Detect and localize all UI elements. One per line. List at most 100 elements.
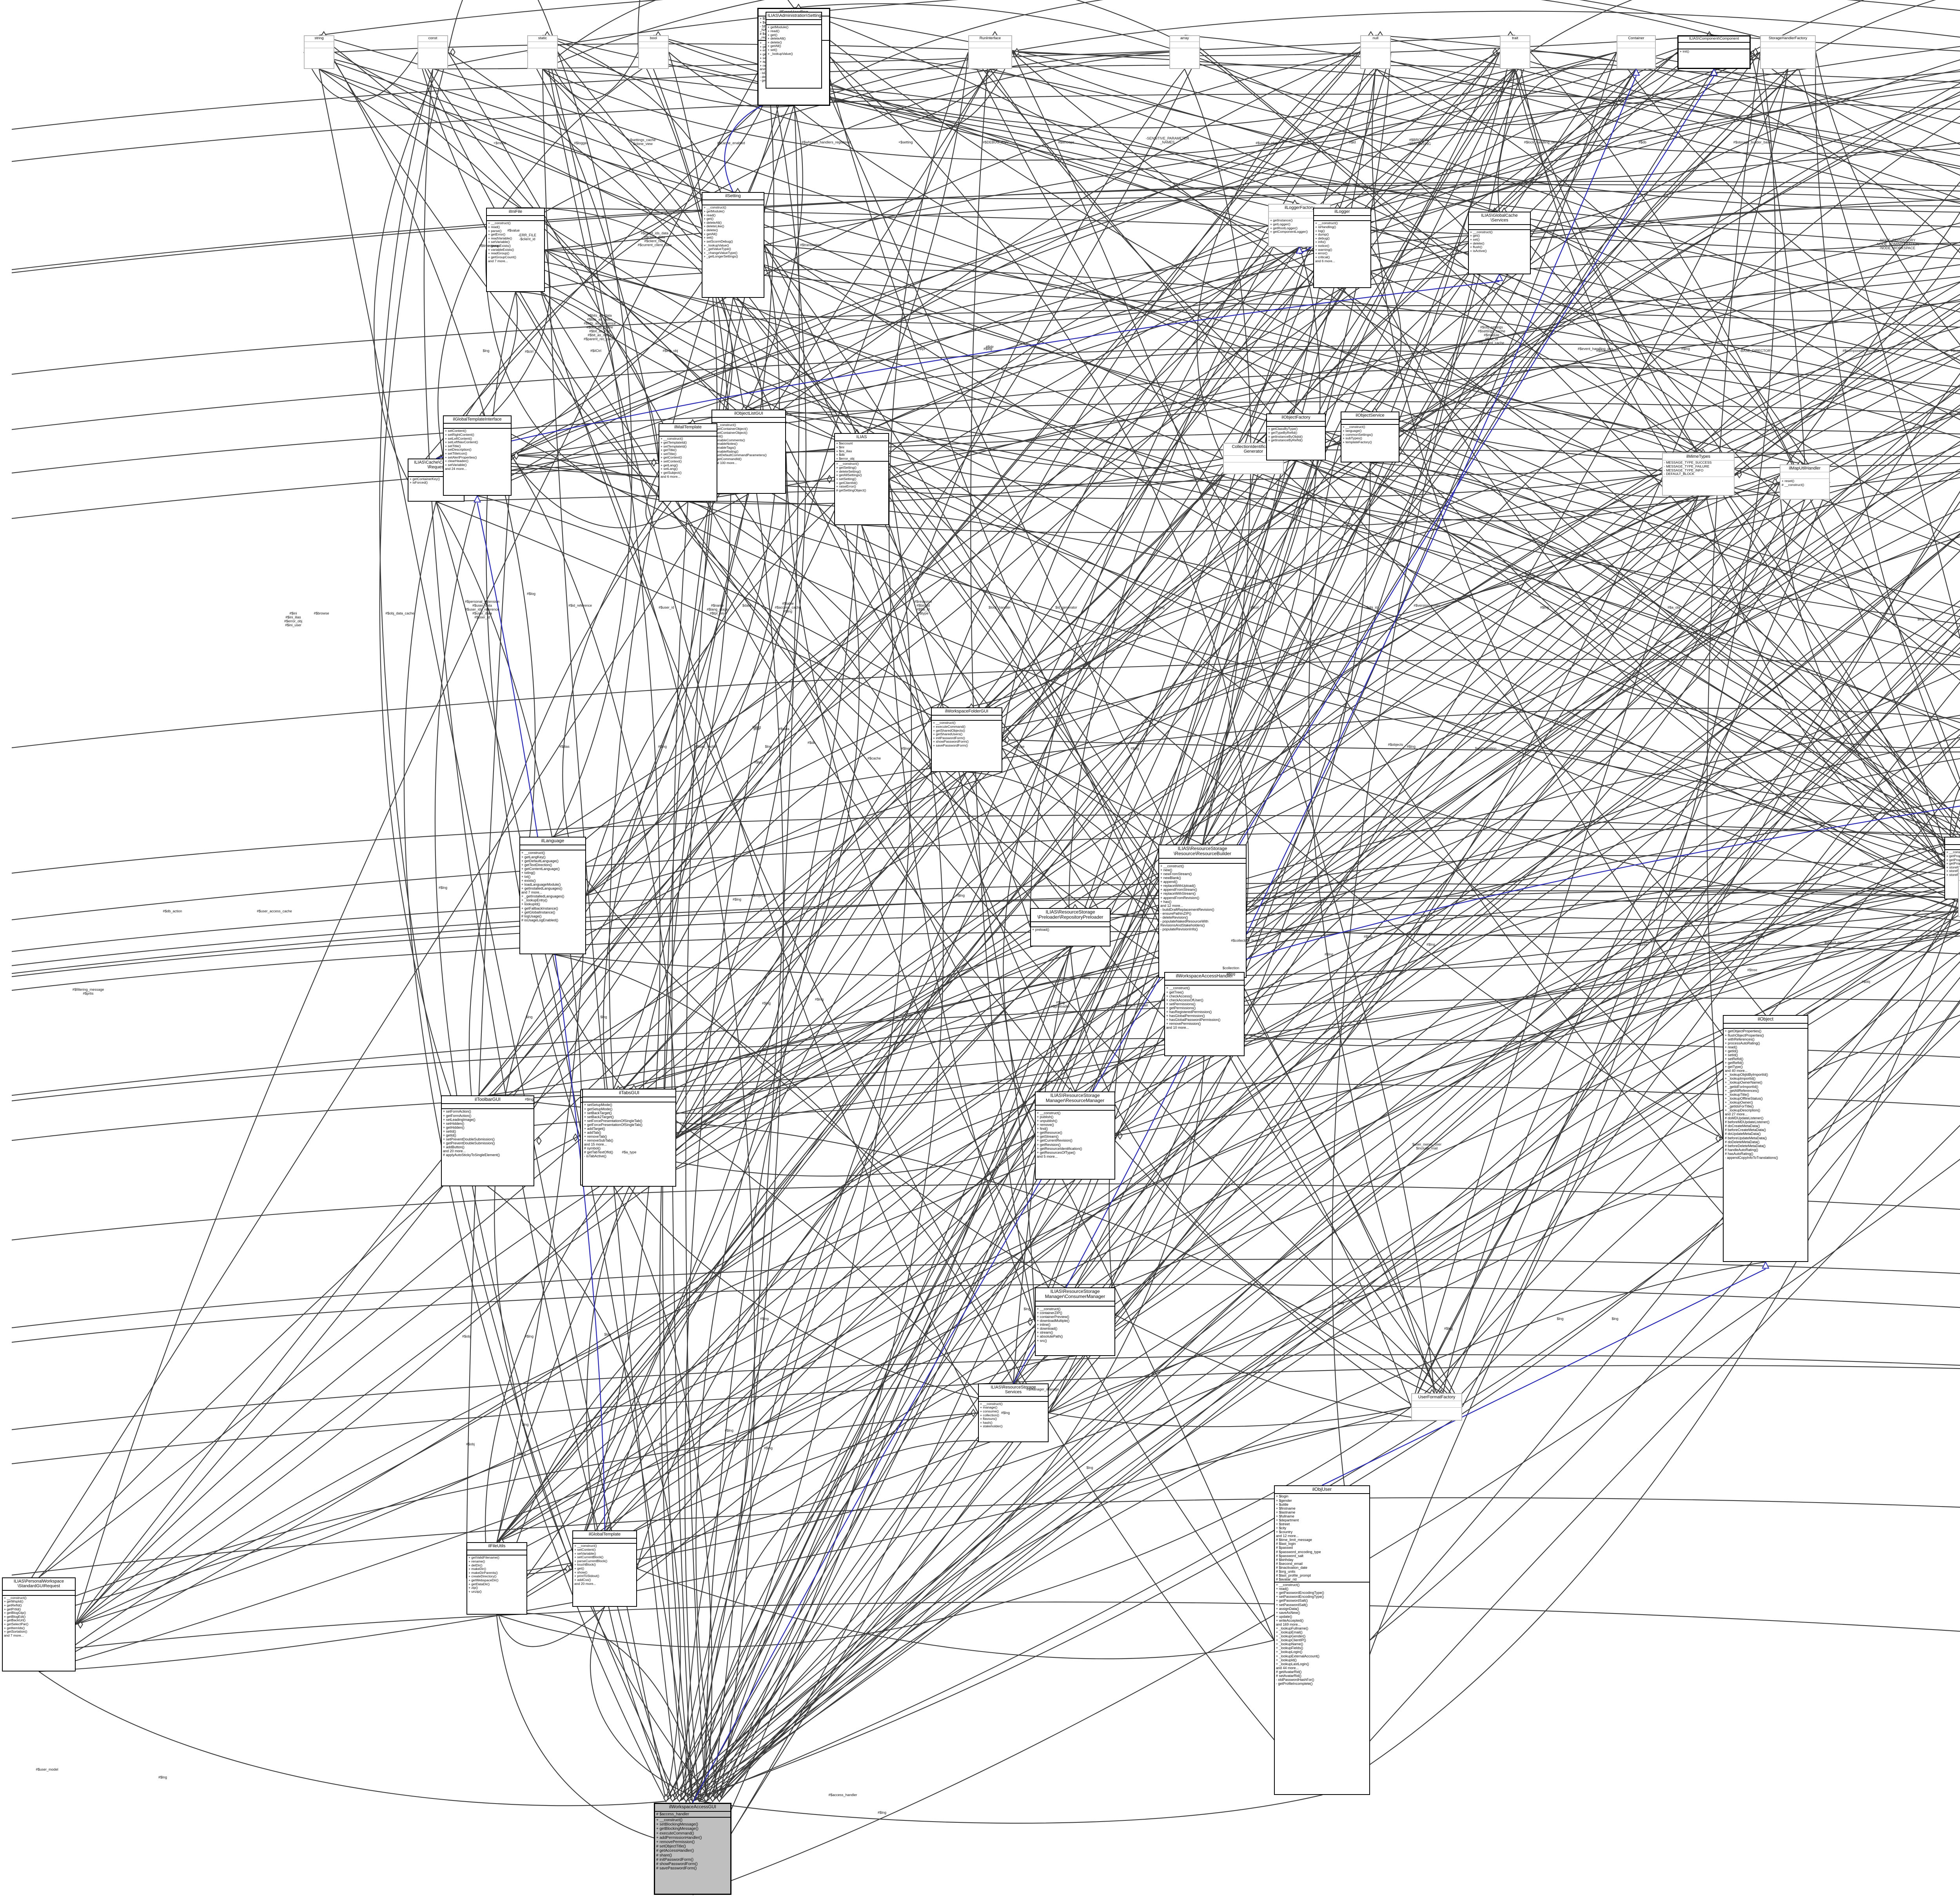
class-operations: + __construct() + read() + parse() + get… — [488, 221, 516, 263]
class-name: ILIAS\ResourceStorage \Preloader\Reposit… — [1031, 909, 1110, 922]
edge-label: #$lng — [1426, 943, 1436, 946]
class-node-const[interactable]: const — [417, 35, 448, 69]
class-operations: + getValidFilename() + rename() + delDir… — [468, 1555, 499, 1593]
class-node-ilObjectFactory[interactable]: ilObjectFactory+ getClassByType() + getT… — [1266, 413, 1326, 460]
class-operations — [639, 48, 668, 54]
class-operations: + reset() # __construct() — [1782, 479, 1804, 487]
class-node-ilObjectListGUI[interactable]: ilObjectListGUI+ __construct() + getCont… — [711, 410, 786, 494]
class-node-ILIASResourceStorageServices2[interactable]: ILIAS\ResourceStorage Services+ __constr… — [978, 1383, 1049, 1442]
class-node-static[interactable]: static — [527, 35, 558, 69]
class-name: const — [418, 36, 447, 42]
class-node-ilUserFormatName[interactable]: UserFormatFactory — [1411, 1393, 1462, 1421]
edge-label: $lng — [1917, 617, 1924, 621]
class-node-ilLogger[interactable]: ilLogger+ __construct() + isHandling() +… — [1313, 208, 1371, 288]
edge-label: #$lng — [517, 1452, 526, 1456]
class-attributes — [418, 42, 447, 48]
edge-label: #$ctrl — [524, 350, 534, 353]
class-node-ilMapUtilHandler[interactable]: ilMapUtilHandler+ reset() # __construct(… — [1780, 464, 1830, 500]
class-operations: + __construct() + getTemplateId() + setT… — [661, 437, 687, 479]
class-name: ilFileUtils — [467, 1543, 526, 1551]
edge-label: #$obj — [466, 1442, 475, 1446]
class-node-ILIASResourceStoragePreloaderRepositoryPreloader[interactable]: ILIAS\ResourceStorage \Preloader\Reposit… — [1030, 908, 1111, 946]
class-node-StorageHandlerFactory[interactable]: StorageHandlerFactory — [1760, 35, 1816, 69]
edge-label: #$objects — [751, 894, 766, 897]
class-node-ilMailTemplate[interactable]: ilMailTemplate+ __construct() + getTempl… — [659, 423, 717, 502]
edge-label: #$ilCtrl — [590, 349, 602, 353]
class-node-ilMimeTypes[interactable]: ilMimeTypes- MESSAGE_TYPE_SUCCESS - MESS… — [1662, 453, 1735, 496]
class-node-ilWorkspaceAccessGUI[interactable]: ilWorkspaceAccessGUI# $access_handler+ _… — [654, 1803, 731, 1895]
class-node-ilTabsGUI[interactable]: ilTabsGUI+ setSetupMode() + getSetupMode… — [582, 1089, 676, 1187]
class-node-ilIniFile[interactable]: ilIniFile+ __construct() + read() + pars… — [486, 208, 545, 292]
edge-label: #$whoops_handlers_registered — [802, 140, 851, 144]
class-operations: + __construct() + get() + set() + delete… — [1470, 230, 1493, 253]
edge-label: #$collection_builder — [1231, 939, 1262, 943]
class-name: ilWorkspaceAccessGUI — [655, 1804, 730, 1812]
class-node-ILIASPersonalWorkspaceStandardGUIRequest[interactable]: ILIAS\PersonalWorkspace \StandardGUIRequ… — [2, 1577, 76, 1671]
class-node-string[interactable]: string — [304, 35, 334, 69]
class-attributes — [1617, 42, 1655, 48]
class-name: ilLogger — [1314, 208, 1370, 216]
class-name: ILIAS\ResourceStorage Manager\ResourceMa… — [1036, 1092, 1114, 1106]
class-node-ilObjectProperties[interactable]: ilObjectProperties+ __construct() + getP… — [1944, 837, 1960, 899]
edge-label: #$lng — [724, 1428, 734, 1432]
class-attributes — [487, 216, 544, 221]
class-node-ilObjUser[interactable]: ilObjUser+ $login + $gender + $utitle + … — [1274, 1485, 1370, 1795]
edge-label: #$obj — [462, 1334, 471, 1338]
class-operations — [528, 48, 557, 54]
class-operations: + getInstance() + getLogger() + getRootL… — [1270, 218, 1308, 234]
class-node-ilToolbarGUI[interactable]: ilToolbarGUI+ setFormAction() + getFormA… — [441, 1095, 534, 1186]
class-node-RunInterface[interactable]: RunInterface — [968, 35, 1012, 69]
class-node-ILIASResourceStorageManagerConsumer[interactable]: ILIAS\ResourceStorage Manager\ConsumerMa… — [1035, 1287, 1115, 1356]
class-node-ilSetting[interactable]: ilSetting+ __construct() + getModule() +… — [702, 192, 764, 298]
class-node-ILIASAdministrationSetting[interactable]: ILIAS\Administration\Setting+ getModule(… — [766, 12, 822, 89]
edge-label: #$id — [1349, 140, 1356, 144]
class-attributes — [442, 1104, 534, 1109]
class-node-ILIASResourceStorageServices[interactable]: ILIAS\ResourceStorage Manager\ResourceMa… — [1035, 1091, 1115, 1180]
class-attributes — [659, 431, 717, 437]
edge-label: #$lng — [956, 894, 965, 897]
class-node-ILIAS[interactable]: ILIAS+ $account + $ini + $ini_ilias + $d… — [834, 433, 889, 525]
class-operations — [418, 48, 447, 54]
class-name: array — [1170, 36, 1199, 42]
class-node-ilLanguage[interactable]: ilLanguage+ __construct() + getLangKey()… — [519, 837, 586, 954]
class-attributes — [305, 42, 334, 48]
class-node-ilObjectService[interactable]: ilObjectService+ __construct() + languag… — [1341, 412, 1399, 462]
class-node-ilObject[interactable]: ilObject+ getObjectProperties() + flushO… — [1723, 1015, 1808, 1262]
class-node-ILIASComponent[interactable]: ILIAS\Component\Component+ init() — [1677, 35, 1751, 69]
class-name: ilGlobalTemplate — [573, 1531, 636, 1539]
class-operations: + __construct() + executeCommand() + get… — [933, 721, 969, 748]
class-node-null[interactable]: null — [1360, 35, 1391, 69]
edge-label: #$lng — [1406, 745, 1416, 749]
edge-label: #$client_ids_data #$client_data #$client… — [637, 231, 672, 247]
class-node-ilGlobalTemplateInterface[interactable]: ilGlobalTemplateInterface+ setContent() … — [443, 415, 512, 496]
class-node-ilGlobalTemplate[interactable]: ilGlobalTemplate+ __construct() + setCon… — [572, 1530, 637, 1607]
class-attributes: + $account + $ini + $ini_ilias + $db + $… — [835, 441, 888, 462]
class-node-ilObjectCache[interactable]: ilObjectCache+ __construct() + getAll() … — [1958, 866, 1960, 917]
class-node-trait[interactable]: trait — [1500, 35, 1530, 69]
class-node-bool[interactable]: bool — [638, 35, 669, 69]
edge-label: #$component_factory — [1951, 349, 1960, 353]
class-node-Container[interactable]: Container — [1617, 35, 1656, 69]
edge-label: #$version_errors — [1414, 604, 1440, 607]
edge-label: #$db — [807, 741, 816, 745]
class-node-array[interactable]: array — [1169, 35, 1200, 69]
class-operations: + init() — [1680, 49, 1690, 53]
edge-label: #$obj — [1861, 980, 1871, 984]
edge-label: #$db_action — [163, 909, 182, 913]
class-node-ilWorkspaceFolderGUI[interactable]: ilWorkspaceFolderGUI+ __construct() + ex… — [931, 707, 1002, 772]
edge-label: #$ilias — [559, 745, 570, 749]
class-operations — [1170, 48, 1199, 54]
class-operations: + getClassByType() + getTypeByRefId() + … — [1268, 427, 1303, 442]
edge-label: #$lng — [438, 886, 448, 890]
class-operations: + __construct() + getModule() + read() +… — [704, 205, 738, 259]
edge-label: #$lng — [732, 897, 742, 901]
class-node-ilWorkspaceAccessHandler[interactable]: ilWorkspaceAccessHandler+ __construct() … — [1164, 972, 1245, 1056]
class-attributes — [712, 418, 785, 423]
class-attributes — [969, 42, 1011, 48]
edge-label: #$lng — [1540, 605, 1549, 609]
class-attributes — [1269, 212, 1330, 219]
class-operations: + setSetupMode() + getSetupMode() + setB… — [584, 1103, 642, 1158]
class-node-ilFileUtils[interactable]: ilFileUtils + getValidFilename() + rename… — [466, 1542, 527, 1615]
class-node-ILIASResourceStorageResourceBuilder[interactable]: ILIAS\ResourceStorage \Resource\Resource… — [1158, 845, 1247, 978]
class-node-ilGlobalCacheService[interactable]: ILIAS\GlobalCache \Services+ __construct… — [1468, 212, 1531, 274]
